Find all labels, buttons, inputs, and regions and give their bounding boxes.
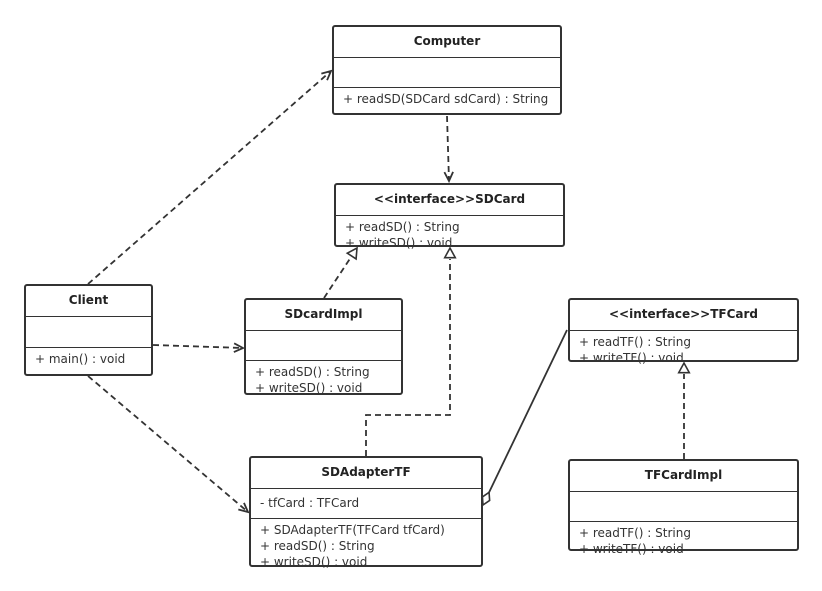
open-arrowhead [443, 171, 454, 184]
class-sdcardimpl[interactable]: SDcardImpl + readSD() : String + writeSD… [244, 298, 403, 395]
operation-compartment: + readSD(SDCard sdCard) : String [334, 87, 560, 107]
operation-compartment: + SDAdapterTF(TFCard tfCard) + readSD() … [251, 518, 481, 570]
operation-compartment: + readSD() : String + writeSD() : void [336, 216, 563, 251]
operation-compartment: + main() : void [26, 347, 151, 367]
operation: + readTF() : String [579, 335, 691, 349]
open-arrowhead [233, 342, 246, 353]
aggregation-line-sdadaptertf-tfcard [488, 329, 568, 493]
operation: + readSD(SDCard sdCard) : String [343, 92, 549, 106]
dependency-line-client-computer [87, 70, 332, 285]
operation: + readTF() : String [579, 526, 691, 540]
operation: + writeSD() : void [345, 236, 453, 250]
interface-tfcard[interactable]: <<interface>>TFCard + readTF() : String … [568, 298, 799, 365]
hollow-triangle-arrowhead [443, 246, 457, 259]
dependency-line-client-sdcardimpl [152, 344, 244, 349]
hollow-triangle-arrowhead [677, 361, 691, 374]
dependency-line-computer-sdcard [446, 115, 450, 182]
class-name: <<interface>>SDCard [336, 185, 563, 216]
attribute-compartment: - tfCard : TFCard [251, 489, 481, 518]
operation: + writeSD() : void [255, 381, 363, 395]
class-name: TFCardImpl [570, 461, 797, 492]
open-arrowhead [321, 69, 333, 81]
operation: + writeTF() : void [579, 351, 684, 365]
class-name: Client [26, 286, 151, 317]
hollow-diamond [481, 490, 491, 507]
class-client[interactable]: Client + main() : void [24, 284, 153, 376]
hollow-triangle-arrowhead [345, 246, 358, 261]
operation: + readSD() : String [255, 365, 370, 379]
operation: + readSD() : String [345, 220, 460, 234]
class-sdadaptertf[interactable]: SDAdapterTF - tfCard : TFCard + SDAdapte… [249, 456, 483, 570]
edge-group [87, 69, 691, 514]
class-tfcardimpl[interactable]: TFCardImpl + readTF() : String + writeTF… [568, 459, 799, 556]
attribute-compartment [26, 317, 151, 347]
operation-compartment: + readTF() : String + writeTF() : void [570, 521, 797, 557]
operation: + writeTF() : void [579, 542, 684, 556]
class-name: <<interface>>TFCard [570, 300, 797, 331]
class-name: SDcardImpl [246, 300, 401, 331]
class-computer[interactable]: Computer + readSD(SDCard sdCard) : Strin… [332, 25, 562, 115]
operation-compartment: + readSD() : String + writeSD() : void [246, 360, 401, 396]
class-name: SDAdapterTF [251, 458, 481, 489]
operation: + writeSD() : void [260, 555, 368, 569]
attribute-compartment [570, 492, 797, 521]
dependency-line-client-sdadaptertf [87, 375, 249, 513]
class-name: Computer [334, 27, 560, 58]
attribute-compartment [334, 58, 560, 87]
operation-compartment: + readTF() : String + writeTF() : void [570, 331, 797, 366]
realization-line-sdcardimpl-sdcard [323, 256, 352, 299]
operation: + readSD() : String [260, 539, 375, 553]
attribute: - tfCard : TFCard [260, 496, 360, 510]
open-arrowhead [238, 502, 250, 514]
operation: + SDAdapterTF(TFCard tfCard) [260, 523, 445, 537]
attribute-compartment [246, 331, 401, 360]
operation: + main() : void [35, 352, 126, 366]
interface-sdcard[interactable]: <<interface>>SDCard + readSD() : String … [334, 183, 565, 250]
realization-line-sdadaptertf-sdcard [365, 259, 451, 456]
